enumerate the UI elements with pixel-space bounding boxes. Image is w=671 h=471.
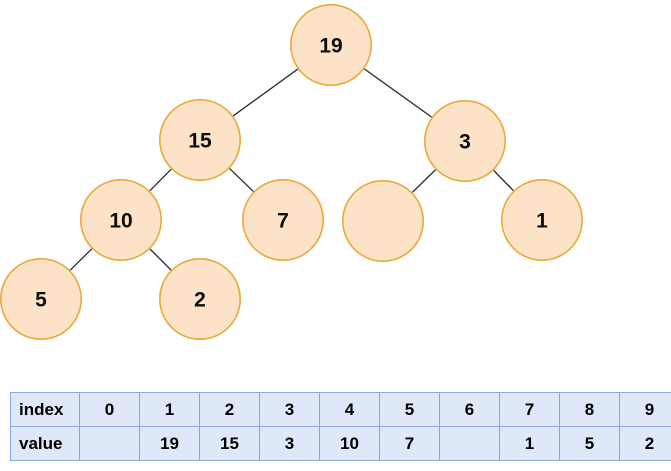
node-circle [341,180,424,263]
value-cell-0 [79,426,140,461]
value-cell-1: 19 [139,426,200,461]
index-cell-9: 9 [619,392,671,427]
row-label-value: value [10,426,80,461]
tree-node-2[interactable]: 2 [159,257,242,340]
node-circle [159,257,242,340]
tree-node-7[interactable]: 7 [242,179,325,262]
node-circle [0,258,82,340]
tree-edge-n1-n3 [363,68,433,118]
index-cell-6: 6 [439,392,500,427]
node-circle [289,3,372,87]
node-label: 15 [188,130,212,153]
node-label: 5 [35,289,47,312]
tree-edge-n3-n6 [411,169,437,193]
node-circle [500,179,583,262]
index-cell-1: 1 [139,392,200,427]
tree-edge-n2-n4 [149,168,172,192]
tree-edges-group [69,68,514,271]
index-cell-0: 0 [79,392,140,427]
index-cell-4: 4 [319,392,380,427]
tree-edge-n1-n2 [232,68,299,117]
tree-node-10[interactable]: 10 [80,179,163,262]
table-row-index: index 0 1 2 3 4 5 6 7 8 9 [10,392,671,427]
node-label: 1 [536,210,548,233]
tree-node-empty[interactable] [341,180,424,263]
node-label: 10 [109,210,132,233]
tree-edge-n2-n5 [229,167,254,193]
node-label: 2 [194,289,206,312]
array-table: index 0 1 2 3 4 5 6 7 8 9 value 19 15 3 … [10,392,671,461]
value-cell-8: 5 [559,426,620,461]
node-circle [423,100,506,183]
row-label-index: index [10,392,80,427]
tree-node-3[interactable]: 3 [423,100,506,183]
value-cell-5: 7 [379,426,440,461]
tree-node-5[interactable]: 5 [0,258,82,340]
tree-edge-n3-n7 [493,169,514,192]
node-circle [242,179,325,262]
value-cell-4: 10 [319,426,380,461]
node-label: 7 [277,210,289,233]
tree-edge-n4-n8 [69,248,93,271]
tree-node-1[interactable]: 1 [500,179,583,262]
index-cell-7: 7 [499,392,560,427]
node-circle [159,99,242,182]
node-label: 19 [319,35,342,58]
index-cell-3: 3 [259,392,320,427]
value-cell-9: 2 [619,426,671,461]
index-cell-5: 5 [379,392,440,427]
value-cell-3: 3 [259,426,320,461]
index-cell-8: 8 [559,392,620,427]
array-table-container: index 0 1 2 3 4 5 6 7 8 9 value 19 15 3 … [10,392,671,461]
value-cell-2: 15 [199,426,260,461]
table-row-value: value 19 15 3 10 7 1 5 2 [10,426,671,461]
tree-node-15[interactable]: 15 [159,99,242,182]
tree-edge-n4-n9 [149,248,172,271]
value-cell-6 [439,426,500,461]
node-circle [80,179,163,262]
node-label: 3 [459,131,471,154]
tree-node-19[interactable]: 19 [289,3,372,87]
index-cell-2: 2 [199,392,260,427]
value-cell-7: 1 [499,426,560,461]
